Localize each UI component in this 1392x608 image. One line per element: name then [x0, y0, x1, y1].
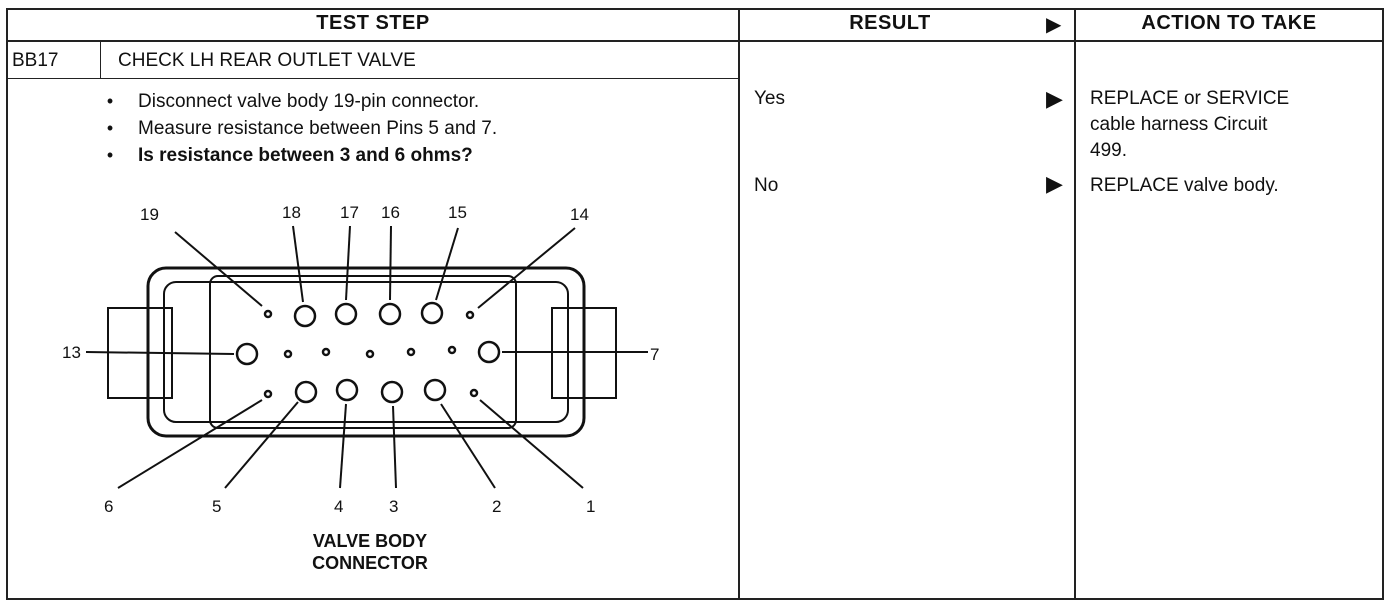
pin-15-socket: [420, 301, 444, 325]
instruction-item: •Disconnect valve body 19-pin connector.: [98, 88, 497, 115]
pin-label-15: 15: [448, 203, 467, 222]
result-yes: Yes: [754, 88, 785, 109]
leader-17: [345, 225, 351, 301]
no-arrow-icon: ▶: [1046, 171, 1063, 196]
bullet-icon: •: [106, 118, 114, 138]
pin-5-socket: [294, 380, 318, 404]
step-code-divider: [100, 42, 101, 78]
leader-15: [435, 227, 459, 301]
pin-socket: [365, 349, 375, 359]
step-title-underline: [6, 78, 740, 79]
pin-label-6: 6: [104, 497, 113, 516]
bullet-icon: •: [106, 145, 114, 165]
pin-14-socket: [465, 310, 475, 320]
pin-3-socket: [380, 380, 404, 404]
pin-socket: [283, 349, 293, 359]
pin-1-socket: [469, 388, 479, 398]
header-arrow-icon: ▶: [1046, 14, 1062, 36]
pin-label-4: 4: [334, 497, 343, 516]
connector-caption: VALVE BODY CONNECTOR: [312, 531, 428, 573]
pin-18-socket: [293, 304, 317, 328]
bullet-icon: •: [106, 91, 114, 111]
column-divider-action: [1074, 8, 1076, 600]
leader-1: [479, 399, 584, 489]
pin-label-16: 16: [381, 203, 400, 222]
instruction-question: •Is resistance between 3 and 6 ohms?: [98, 142, 497, 169]
leader-18: [292, 225, 304, 303]
pin-16-socket: [378, 302, 402, 326]
action-no: REPLACE valve body.: [1090, 175, 1279, 196]
pin-socket: [321, 347, 331, 357]
step-code: BB17: [12, 50, 59, 71]
pin-label-7: 7: [650, 345, 659, 364]
table-top-border: [6, 8, 1384, 10]
valve-body-connector-diagram: 19 18 17 16 15 14 13 7 6 5 4 3 2 1: [62, 203, 659, 516]
yes-arrow-icon: ▶: [1046, 86, 1063, 111]
leader-2: [440, 403, 496, 489]
pin-label-14: 14: [570, 205, 589, 224]
pin-label-3: 3: [389, 497, 398, 516]
leader-16: [389, 225, 392, 301]
pin-label-1: 1: [586, 497, 595, 516]
column-divider-result: [738, 8, 740, 600]
table-right-border: [1382, 8, 1384, 600]
step-title: CHECK LH REAR OUTLET VALVE: [118, 50, 416, 71]
pin-19-socket: [263, 309, 273, 319]
header-test-step: TEST STEP: [316, 12, 430, 34]
header-action-to-take: ACTION TO TAKE: [1141, 12, 1317, 34]
pin-socket: [406, 347, 416, 357]
leader-13: [85, 351, 235, 355]
header-result: RESULT: [849, 12, 931, 34]
pin-socket: [447, 345, 457, 355]
pin-label-18: 18: [282, 203, 301, 222]
pin-label-17: 17: [340, 203, 359, 222]
action-yes: REPLACE or SERVICE cable harness Circuit…: [1090, 88, 1290, 161]
pin-label-13: 13: [62, 343, 81, 362]
leader-19: [174, 231, 263, 307]
leader-3: [392, 405, 397, 489]
pin-6-socket: [263, 389, 273, 399]
leader-4: [339, 403, 347, 489]
result-no: No: [754, 175, 779, 196]
step-instructions: •Disconnect valve body 19-pin connector.…: [98, 88, 497, 169]
pin-4-socket: [335, 378, 359, 402]
pin-label-19: 19: [140, 205, 159, 224]
pin-label-2: 2: [492, 497, 501, 516]
leader-6: [117, 399, 263, 489]
pin-17-socket: [334, 302, 358, 326]
instruction-item: •Measure resistance between Pins 5 and 7…: [98, 115, 497, 142]
leader-5: [224, 401, 299, 489]
table-left-border: [6, 8, 8, 600]
leader-14: [477, 227, 576, 309]
pin-label-5: 5: [212, 497, 221, 516]
pin-7-socket: [477, 340, 501, 364]
pin-2-socket: [423, 378, 447, 402]
pin-13-socket: [235, 342, 259, 366]
header-bottom-border: [6, 40, 1384, 42]
table-bottom-border: [6, 598, 1384, 600]
